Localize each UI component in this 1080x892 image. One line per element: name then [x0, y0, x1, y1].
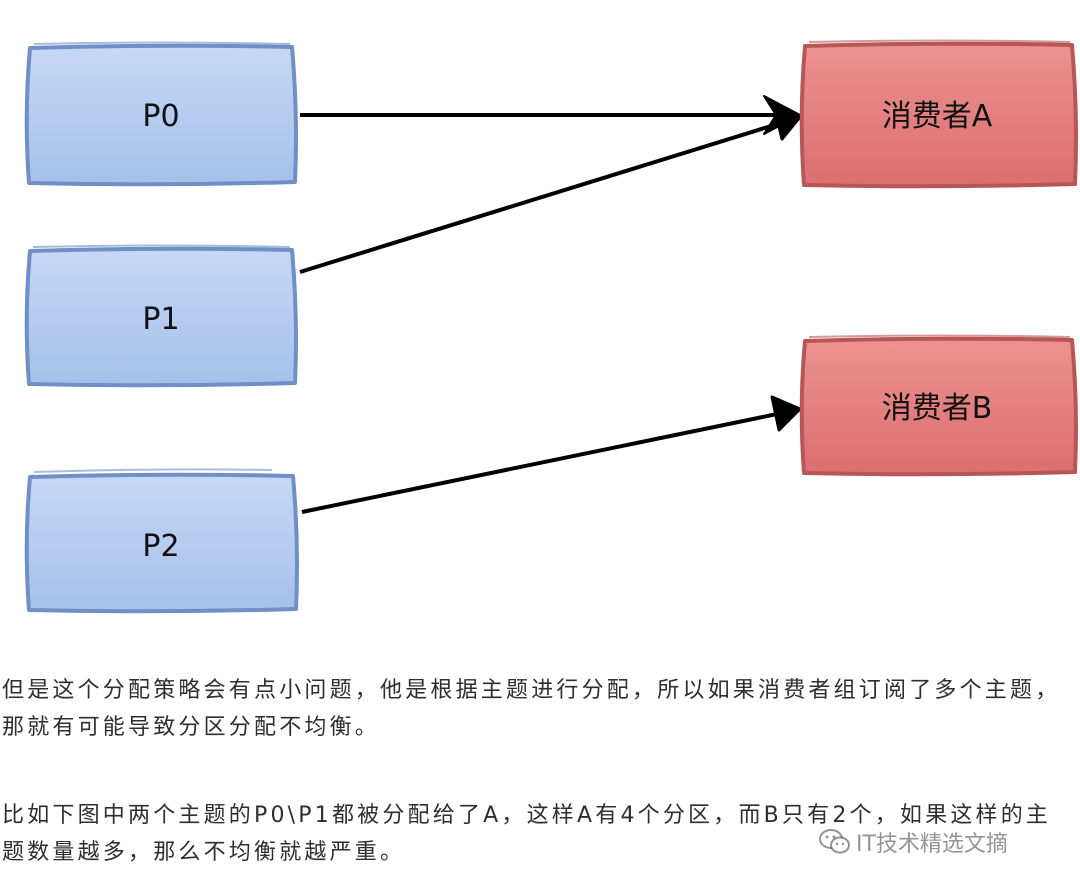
consumer-box-b: 消费者B: [799, 334, 1078, 477]
partition-box-p2: P2: [24, 468, 299, 614]
consumer-label: 消费者A: [882, 99, 993, 134]
paragraph-2: 比如下图中两个主题的P0\P1都被分配给了A，这样A有4个分区，而B只有2个，如…: [2, 803, 1052, 865]
partition-box-p1: P1: [24, 244, 298, 388]
arrow-p0-to-consumer-a: [300, 95, 801, 135]
arrow-p2-to-consumer-b: [301, 395, 802, 514]
consumer-label: 消费者B: [882, 391, 993, 426]
paragraph-1: 但是这个分配策略会有点小问题，他是根据主题进行分配，所以如果消费者组订阅了多个主…: [2, 678, 1061, 740]
arrow-p1-to-consumer-a: [299, 104, 802, 274]
watermark: IT技术精选文摘: [818, 826, 1008, 858]
partition-box-p0: P0: [24, 41, 298, 187]
consumer-box-a: 消费者A: [799, 39, 1078, 189]
assignment-diagram: P0 P1 P2 消费者A 消费者B: [24, 39, 1078, 614]
partition-label: P2: [142, 529, 179, 564]
partition-label: P1: [142, 302, 179, 337]
watermark-text: IT技术精选文摘: [856, 832, 1008, 857]
wechat-icon: [819, 829, 850, 854]
partition-label: P0: [142, 99, 179, 134]
